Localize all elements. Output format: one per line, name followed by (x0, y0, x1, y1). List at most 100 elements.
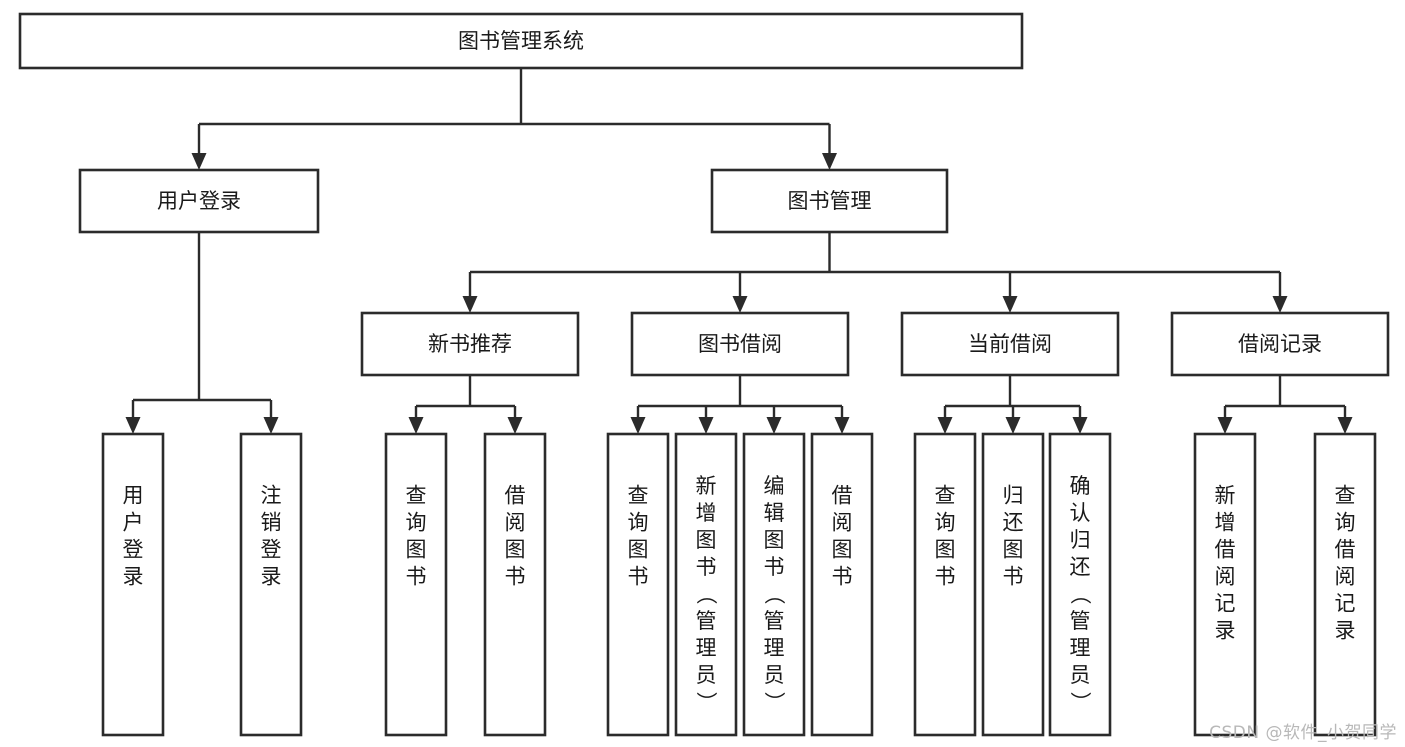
svg-text:理: 理 (1070, 636, 1091, 660)
svg-text:确: 确 (1070, 474, 1091, 498)
node-box-leaf-query-record[interactable] (1313, 432, 1377, 737)
svg-text:借: 借 (1335, 538, 1356, 562)
svg-text:理: 理 (696, 636, 717, 660)
svg-text:借: 借 (832, 484, 853, 508)
svg-text:阅: 阅 (1215, 565, 1236, 589)
svg-text:归: 归 (1070, 528, 1091, 552)
svg-text:图: 图 (406, 538, 427, 562)
node-label-book-manage: 图书管理 (788, 189, 872, 213)
arrow-head-icon (507, 417, 523, 434)
node-box-root[interactable] (18, 12, 1024, 70)
svg-text:查: 查 (935, 484, 956, 508)
node-book-borrow[interactable]: 图书借阅 (630, 311, 850, 377)
node-root[interactable]: 图书管理系统 (18, 12, 1024, 70)
svg-text:图: 图 (628, 538, 649, 562)
arrow-head-icon (1217, 417, 1233, 434)
svg-text:增: 增 (1215, 511, 1236, 535)
arrow-head-icon (408, 417, 424, 434)
svg-text:（: （ (694, 584, 718, 605)
svg-text:书: 书 (406, 565, 427, 589)
node-label-user-login: 用户登录 (157, 189, 241, 213)
node-box-leaf-query-book-current[interactable] (913, 432, 977, 737)
svg-text:员: 员 (696, 663, 717, 687)
node-box-leaf-edit-book[interactable] (742, 432, 806, 737)
node-new-book-rec[interactable]: 新书推荐 (360, 311, 580, 377)
node-borrow-record[interactable]: 借阅记录 (1170, 311, 1390, 377)
svg-text:阅: 阅 (505, 511, 526, 535)
svg-text:归: 归 (1003, 484, 1024, 508)
node-box-leaf-borrow-book-rec[interactable] (483, 432, 547, 737)
node-box-user-login[interactable] (78, 168, 320, 234)
svg-text:书: 书 (505, 565, 526, 589)
svg-text:销: 销 (261, 511, 282, 535)
node-label-borrow-record: 借阅记录 (1238, 332, 1322, 356)
svg-text:（: （ (1068, 584, 1092, 605)
node-box-leaf-confirm-return[interactable] (1048, 432, 1112, 737)
svg-text:）: ） (694, 692, 718, 713)
node-book-manage[interactable]: 图书管理 (710, 168, 949, 234)
node-box-leaf-add-record[interactable] (1193, 432, 1257, 737)
nodes-layer: 图书管理系统用户登录图书管理新书推荐图书借阅当前借阅借阅记录用户登录注销登录查询… (18, 12, 1390, 737)
node-box-book-borrow[interactable] (630, 311, 850, 377)
node-leaf-user-login[interactable]: 用户登录 (101, 432, 165, 737)
svg-text:编: 编 (764, 474, 785, 498)
arrow-head-icon (1002, 296, 1018, 313)
svg-text:阅: 阅 (832, 511, 853, 535)
arrow-head-icon (630, 417, 646, 434)
svg-text:认: 认 (1070, 501, 1091, 525)
svg-text:还: 还 (1003, 511, 1024, 535)
node-box-new-book-rec[interactable] (360, 311, 580, 377)
svg-text:（: （ (762, 584, 786, 605)
svg-text:）: ） (1068, 692, 1092, 713)
node-box-leaf-return-book[interactable] (981, 432, 1045, 737)
node-box-leaf-query-book-rec[interactable] (384, 432, 448, 737)
node-box-leaf-query-book-borrow[interactable] (606, 432, 670, 737)
svg-text:书: 书 (764, 555, 785, 579)
svg-text:新: 新 (696, 474, 717, 498)
svg-text:查: 查 (628, 484, 649, 508)
edge-group-book-manage (462, 232, 1288, 313)
svg-text:管: 管 (764, 609, 785, 633)
node-box-leaf-user-login[interactable] (101, 432, 165, 737)
node-box-borrow-record[interactable] (1170, 311, 1390, 377)
svg-text:借: 借 (1215, 538, 1236, 562)
node-box-leaf-logout[interactable] (239, 432, 303, 737)
svg-text:询: 询 (935, 511, 956, 535)
svg-text:借: 借 (505, 484, 526, 508)
arrow-head-icon (1072, 417, 1088, 434)
svg-text:书: 书 (696, 555, 717, 579)
node-box-leaf-add-book[interactable] (674, 432, 738, 737)
arrow-head-icon (1272, 296, 1288, 313)
edges-layer (125, 68, 1353, 434)
arrow-head-icon (937, 417, 953, 434)
node-box-leaf-borrow-book[interactable] (810, 432, 874, 737)
arrow-head-icon (732, 296, 748, 313)
node-current-borrow[interactable]: 当前借阅 (900, 311, 1120, 377)
node-user-login[interactable]: 用户登录 (78, 168, 320, 234)
node-box-current-borrow[interactable] (900, 311, 1120, 377)
node-box-book-manage[interactable] (710, 168, 949, 234)
arrow-head-icon (1005, 417, 1021, 434)
svg-text:员: 员 (764, 663, 785, 687)
svg-text:录: 录 (261, 565, 282, 589)
svg-text:用: 用 (123, 484, 144, 508)
